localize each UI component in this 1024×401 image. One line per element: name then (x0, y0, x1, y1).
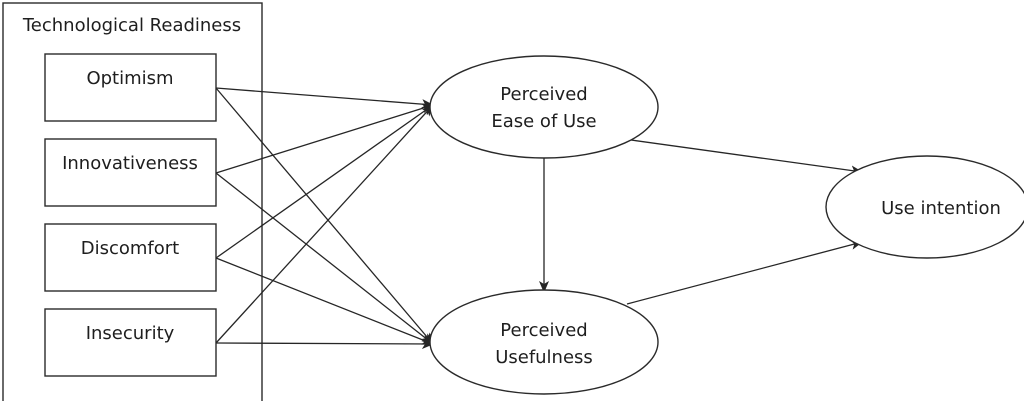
label-perceived-ease-line1: Perceived (500, 84, 587, 105)
factor-innovativeness: Innovativeness (44, 138, 217, 207)
construct-perceived-ease-of-use: Perceived Ease of Use (429, 55, 659, 159)
arrow-discomfort-to-usefulness (215, 257, 434, 345)
oval-perceived-ease-of-use (429, 55, 659, 159)
factor-label-innovativeness: Innovativeness (62, 153, 198, 174)
arrow-innovativeness-to-ease (215, 103, 434, 174)
label-perceived-usefulness-line1: Perceived (500, 320, 587, 341)
factor-label-insecurity: Insecurity (86, 323, 175, 344)
arrow-insecurity-to-ease (215, 104, 434, 344)
arrow-usefulness-to-intention (626, 239, 863, 305)
arrow-optimism-to-usefulness (215, 87, 434, 345)
construct-perceived-usefulness: Perceived Usefulness (429, 289, 659, 395)
factor-insecurity: Insecurity (44, 308, 217, 377)
label-perceived-usefulness-line2: Usefulness (495, 347, 593, 368)
factor-optimism: Optimism (44, 53, 217, 122)
arrow-innovativeness-to-usefulness (215, 172, 434, 345)
factor-discomfort: Discomfort (44, 223, 217, 292)
arrows (215, 87, 863, 349)
factor-box-optimism (44, 53, 217, 122)
factor-label-optimism: Optimism (86, 68, 173, 89)
technological-readiness-group (2, 2, 263, 401)
oval-use-intention (825, 155, 1024, 259)
factor-label-discomfort: Discomfort (81, 238, 180, 259)
label-perceived-ease-line2: Ease of Use (491, 111, 596, 132)
arrow-discomfort-to-ease (215, 104, 434, 259)
factor-box-insecurity (44, 308, 217, 377)
label-use-intention: Use intention (881, 198, 1001, 219)
construct-use-intention: Use intention (825, 155, 1024, 259)
group-title: Technological Readiness (22, 15, 241, 36)
arrow-optimism-to-ease (215, 87, 434, 110)
arrow-insecurity-to-usefulness (215, 338, 434, 349)
factor-box-discomfort (44, 223, 217, 292)
oval-perceived-usefulness (429, 289, 659, 395)
factor-box-innovativeness (44, 138, 217, 207)
arrow-ease-to-intention (630, 139, 863, 176)
